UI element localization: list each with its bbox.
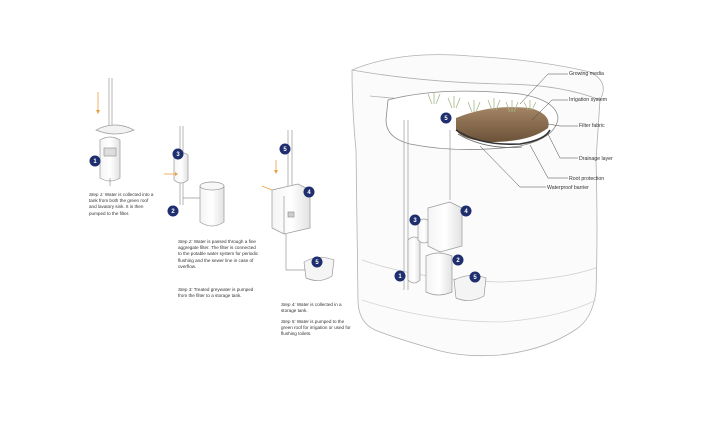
label-growing-media: Growing media (569, 71, 604, 77)
step5-label: Step 5: (281, 319, 296, 324)
step3-label: Step 3: (178, 287, 193, 292)
step1-caption: Step 1: Water is collected into a tank f… (89, 192, 157, 217)
marker-3-step2: 3 (173, 149, 184, 160)
marker-3-building: 3 (410, 215, 421, 226)
step1-illustration (96, 78, 134, 186)
marker-2-building: 2 (453, 255, 464, 266)
step5-caption: Step 5: Water is pumped to the green roo… (281, 319, 351, 338)
step2-label: Step 2: (178, 239, 193, 244)
step1-label: Step 1: (89, 192, 104, 197)
marker-5-step4-top: 5 (280, 144, 291, 155)
label-irrigation-system: Irrigation system (569, 97, 607, 103)
label-filter-fabric: Filter fabric (579, 123, 605, 129)
marker-4-step4: 4 (304, 187, 315, 198)
marker-5-step4-bottom: 5 (312, 257, 323, 268)
marker-5-building-bottom: 5 (470, 272, 481, 283)
marker-1-building: 1 (395, 271, 406, 282)
step2-caption: Step 2: Water is passed through a fine a… (178, 239, 260, 270)
label-waterproof-barrier: Waterproof barrier (547, 185, 589, 191)
step4-label: Step 4: (281, 302, 296, 307)
marker-4-building: 4 (461, 206, 472, 217)
step4-caption: Step 4: Water is collected in a storage … (281, 302, 351, 314)
marker-1-step1: 1 (90, 156, 101, 167)
marker-5-building-roof: 5 (441, 113, 452, 124)
step2-illustration (174, 126, 224, 226)
marker-2-step2: 2 (168, 206, 179, 217)
step3-caption: Step 3: Treated greywater is pumped from… (178, 287, 256, 299)
label-root-protection: Root protection (569, 176, 604, 182)
green-roof (386, 91, 558, 149)
label-drainage-layer: Drainage layer (579, 156, 613, 162)
